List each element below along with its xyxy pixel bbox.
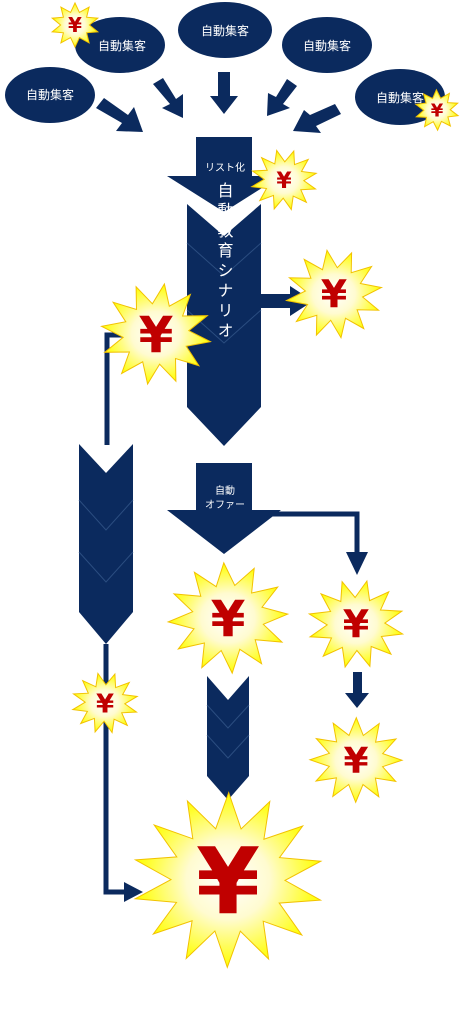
yen-symbol: ¥ xyxy=(431,100,444,121)
burst-star-shape xyxy=(284,248,384,340)
burst-star-shape xyxy=(307,579,405,669)
burst-right-oval: ¥ xyxy=(414,88,460,132)
list-label: リスト化 xyxy=(205,161,245,174)
right-down-arrow xyxy=(345,672,369,708)
arrow-center xyxy=(210,72,238,114)
burst-star-shape xyxy=(133,791,323,969)
burst-star-shape xyxy=(250,149,318,211)
yen-bursts: ¥ ¥ ¥ ¥ ¥ ¥ ¥ ¥ ¥ ¥ xyxy=(50,1,460,969)
yen-symbol: ¥ xyxy=(211,590,246,648)
burst-education-right: ¥ xyxy=(284,248,384,340)
burst-right-1: ¥ xyxy=(307,579,405,669)
yen-symbol: ¥ xyxy=(196,828,260,935)
left-chevron xyxy=(78,444,134,644)
education-chevron: 自動教育シナリオ xyxy=(186,182,262,446)
education-label: 自動教育シナリオ xyxy=(215,182,234,342)
center-chevron xyxy=(206,676,250,800)
burst-top-left: ¥ xyxy=(50,1,100,49)
yen-symbol: ¥ xyxy=(321,273,347,317)
burst-final: ¥ xyxy=(133,791,323,969)
arrow-right-1 xyxy=(267,79,297,116)
arrow-left-2 xyxy=(153,78,183,118)
left-final-arrowhead xyxy=(124,882,143,902)
source-label-4: 自動集客 xyxy=(303,38,351,53)
yen-symbol: ¥ xyxy=(343,741,368,782)
source-oval-3: 自動集客 xyxy=(178,2,272,58)
source-label-2: 自動集客 xyxy=(98,38,146,53)
arrow-right-2 xyxy=(293,104,341,133)
offer-label-1: 自動 xyxy=(215,484,235,497)
burst-star-shape xyxy=(166,561,290,675)
source-oval-1: 自動集客 xyxy=(5,67,95,123)
yen-symbol: ¥ xyxy=(276,169,292,194)
burst-list: ¥ xyxy=(250,149,318,211)
yen-symbol: ¥ xyxy=(96,689,114,719)
burst-star-shape xyxy=(71,672,139,734)
burst-offer: ¥ xyxy=(166,561,290,675)
burst-star-shape xyxy=(414,88,460,132)
offer-label-2: オファー xyxy=(205,499,245,511)
burst-left-small: ¥ xyxy=(71,672,139,734)
yen-symbol: ¥ xyxy=(68,13,82,37)
offer-right-arrowhead xyxy=(346,552,368,575)
burst-left-branch: ¥ xyxy=(100,282,212,386)
converge-arrows xyxy=(96,72,341,133)
source-label-5: 自動集客 xyxy=(376,90,424,105)
yen-symbol: ¥ xyxy=(343,603,369,647)
offer-right-line xyxy=(252,511,360,555)
offer-arrow: 自動 オファー xyxy=(167,463,281,554)
burst-star-shape xyxy=(308,716,404,804)
arrow-left-1 xyxy=(96,98,143,132)
burst-right-2: ¥ xyxy=(308,716,404,804)
yen-symbol: ¥ xyxy=(139,306,174,364)
list-arrow: リスト化 xyxy=(167,137,281,212)
burst-star-shape xyxy=(50,1,100,49)
source-label-3: 自動集客 xyxy=(201,23,249,38)
burst-star-shape xyxy=(100,282,212,386)
left-down-line xyxy=(103,644,130,895)
source-label-1: 自動集客 xyxy=(26,87,74,102)
source-oval-4: 自動集客 xyxy=(282,17,372,73)
